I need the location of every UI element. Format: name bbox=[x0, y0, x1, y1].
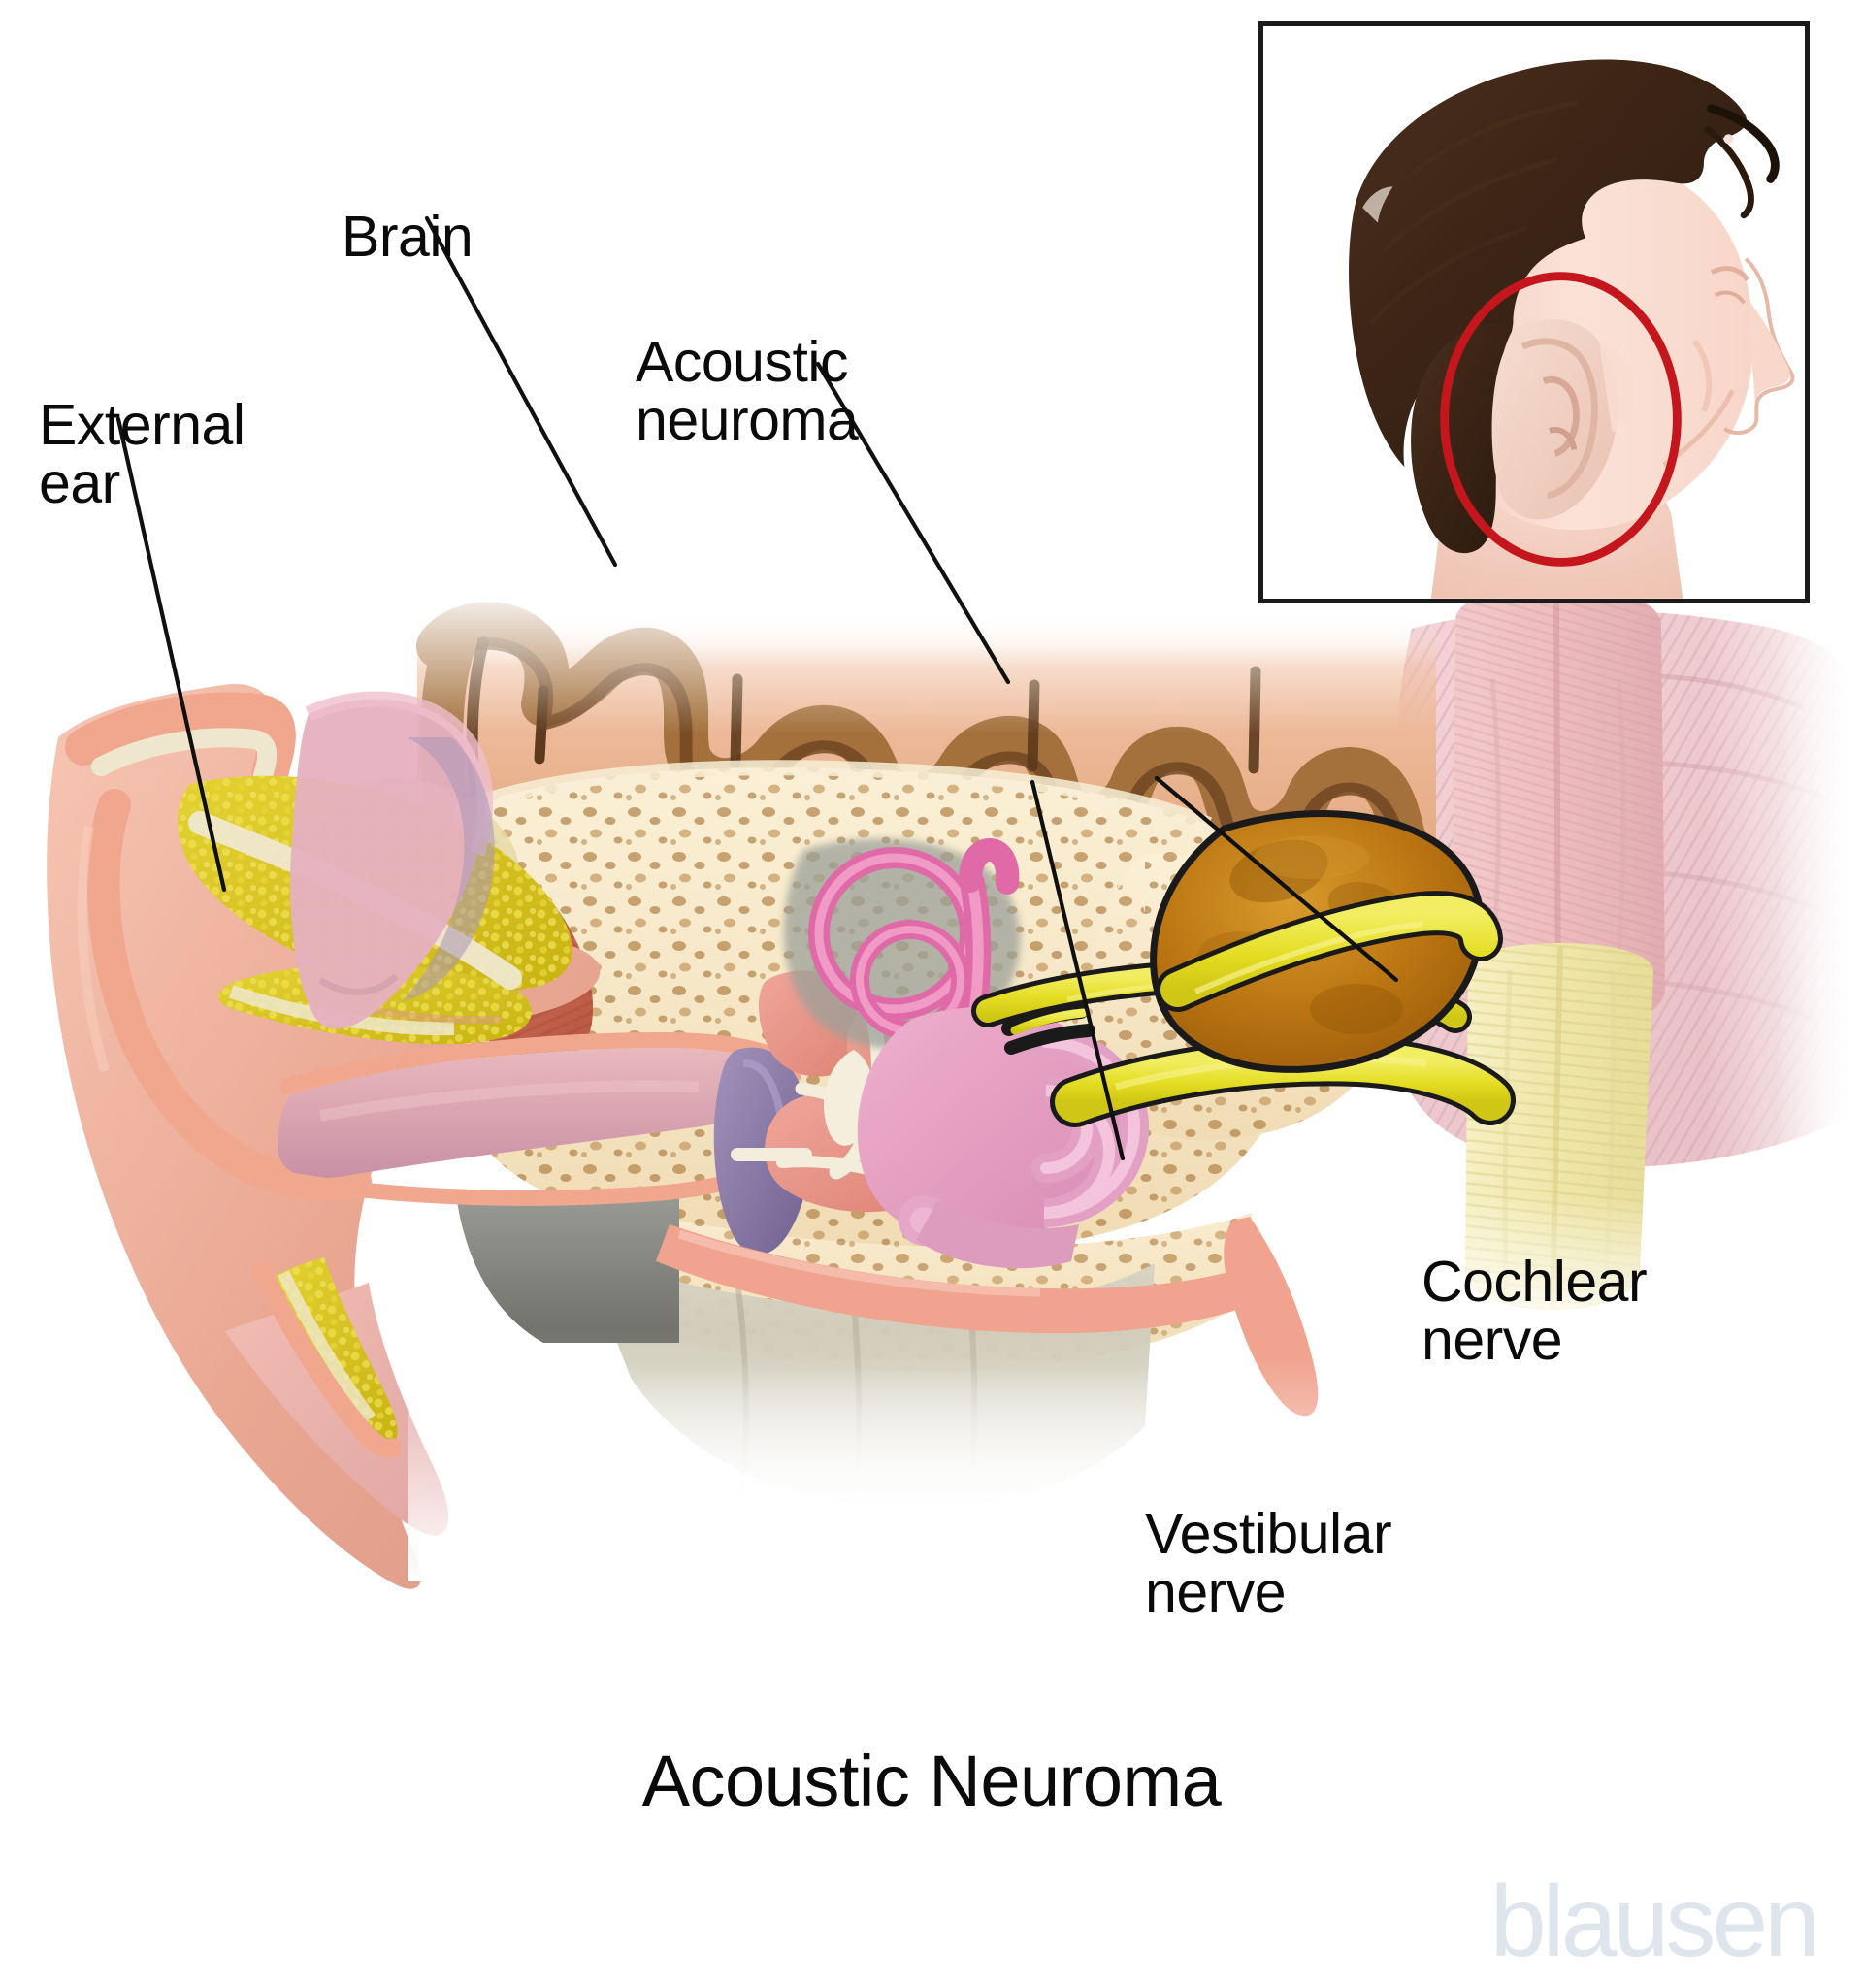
label-brain: Brain bbox=[342, 205, 474, 269]
auricle-anterior bbox=[289, 691, 495, 1029]
label-acoustic-neuroma: Acoustic neuroma bbox=[636, 330, 859, 453]
semicircular-canals bbox=[783, 837, 1021, 1050]
head-profile-graphic bbox=[1349, 59, 1795, 599]
ear-highlight-ellipse bbox=[1440, 272, 1682, 567]
label-vestibular-nerve: Vestibular nerve bbox=[1145, 1502, 1392, 1625]
figure-title: Acoustic Neuroma bbox=[641, 1741, 1222, 1821]
label-external-ear: External ear bbox=[39, 393, 245, 516]
blausen-watermark: blausen bbox=[1489, 1866, 1820, 1978]
head-profile-inset bbox=[1258, 21, 1810, 603]
label-cochlear-nerve: Cochlear nerve bbox=[1422, 1250, 1648, 1373]
